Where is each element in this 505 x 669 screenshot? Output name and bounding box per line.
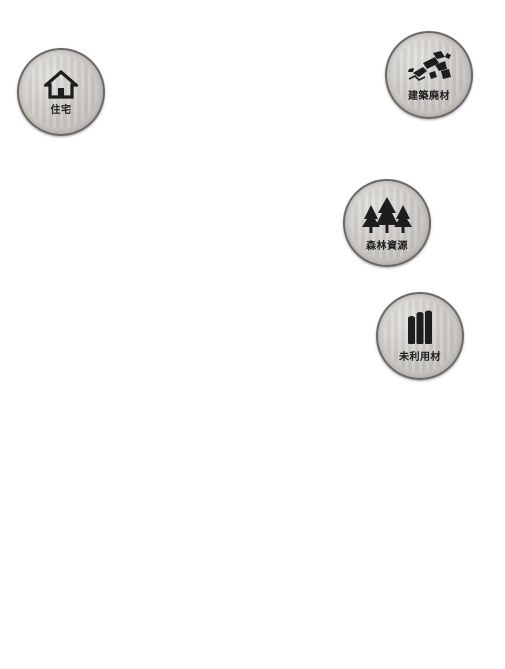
house-icon xyxy=(44,69,78,99)
construction-waste-badge[interactable]: 建築廃材 xyxy=(385,31,473,119)
logs-icon xyxy=(408,310,432,344)
construction-waste-label: 建築廃材 xyxy=(408,90,450,102)
housing-label: 住宅 xyxy=(50,104,72,116)
demolition-debris-icon xyxy=(408,50,451,81)
unused-timber-label: 未利用材 xyxy=(399,351,441,363)
forest-resources-label: 森林資源 xyxy=(366,240,408,252)
forest-trees-icon xyxy=(362,196,412,233)
forest-resources-badge[interactable]: 森林資源 xyxy=(343,179,431,267)
housing-badge[interactable]: 住宅 xyxy=(17,48,105,136)
unused-timber-badge[interactable]: 未利用材 xyxy=(376,292,464,380)
